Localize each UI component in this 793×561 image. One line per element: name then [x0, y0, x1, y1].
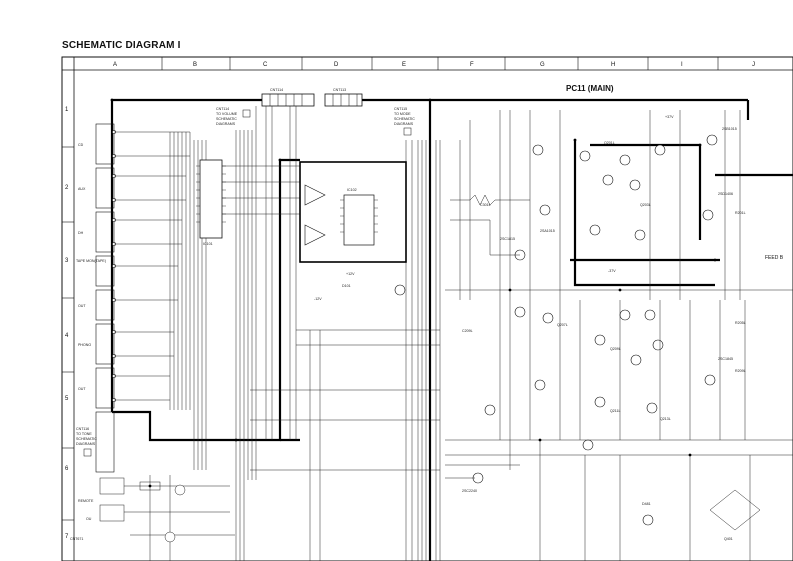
svg-text:CNT114: CNT114	[216, 107, 229, 111]
svg-text:2SB1015: 2SB1015	[722, 127, 737, 131]
svg-text:SCHEMATIC: SCHEMATIC	[76, 437, 97, 441]
svg-text:DIAGRAMS: DIAGRAMS	[394, 122, 414, 126]
row-label: 1	[65, 107, 69, 113]
col-label: G	[540, 62, 545, 68]
svg-text:2SD1406: 2SD1406	[718, 192, 733, 196]
col-label: D	[334, 62, 339, 68]
svg-text:Q213L: Q213L	[660, 417, 671, 421]
row-label: 5	[65, 396, 69, 402]
cnt114-label: CNT114	[270, 88, 283, 92]
input-dh-label: DH	[78, 231, 84, 235]
svg-text:D481: D481	[642, 502, 651, 506]
input-bus	[114, 131, 207, 470]
connector-cnt113: CNT113	[324, 88, 363, 107]
col-label: I	[681, 62, 683, 68]
col-label: B	[193, 62, 197, 68]
row-label: 6	[65, 466, 69, 472]
bottom-left-circuit	[99, 475, 235, 561]
ou-label: OU	[86, 517, 92, 521]
svg-text:+37V: +37V	[665, 115, 674, 119]
input-jacks	[95, 123, 116, 473]
svg-text:SCHEMATIC: SCHEMATIC	[216, 117, 237, 121]
junction-dots	[110, 98, 717, 488]
svg-text:Q201L: Q201L	[604, 141, 615, 145]
to-tone-note: CNT116 TO TONE SCHEMATIC DIAGRAMS	[76, 427, 97, 457]
col-label: C	[263, 62, 268, 68]
remote-label: REMOTE	[78, 499, 94, 503]
svg-text:TO VOLUME: TO VOLUME	[216, 112, 238, 116]
ic102: IC102 D101 -12V +12V	[299, 161, 407, 301]
input-cd-label: CD	[78, 143, 84, 147]
svg-text:2SA1015: 2SA1015	[540, 229, 555, 233]
svg-text:CNT115: CNT115	[394, 107, 407, 111]
cnt671-label: CNT671	[70, 537, 83, 541]
board-label: PC11 (MAIN)	[566, 84, 614, 93]
svg-text:-37V: -37V	[608, 269, 616, 273]
svg-text:IC102: IC102	[347, 188, 357, 192]
to-mode-note: CNT115 TO MODE SCHEMATIC DIAGRAMS	[394, 107, 415, 136]
svg-text:Q209L: Q209L	[610, 347, 621, 351]
row-labels: 1 2 3 4 5 6 7	[65, 107, 69, 540]
col-label: H	[611, 62, 615, 68]
svg-text:Q211L: Q211L	[610, 409, 621, 413]
svg-text:+12V: +12V	[346, 272, 355, 276]
column-dividers	[161, 57, 719, 70]
row-label: 4	[65, 333, 69, 339]
row-label: 2	[65, 185, 69, 191]
input-phono-label: PHONO	[78, 343, 91, 347]
svg-text:Q203L: Q203L	[640, 203, 651, 207]
column-labels: A B C D E F G H I J	[113, 62, 755, 68]
svg-text:Q207L: Q207L	[557, 323, 568, 327]
center-bus	[222, 106, 441, 561]
input-out2-label: OUT	[78, 387, 86, 391]
svg-text:R209L: R209L	[735, 369, 746, 373]
svg-text:C209L: C209L	[462, 329, 473, 333]
svg-text:DIAGRAMS: DIAGRAMS	[216, 122, 236, 126]
col-label: J	[752, 62, 755, 68]
svg-text:CNT116: CNT116	[76, 427, 89, 431]
row-dividers	[62, 146, 74, 521]
col-label: E	[402, 62, 406, 68]
svg-text:-12V: -12V	[314, 297, 322, 301]
row-label: 3	[65, 258, 69, 264]
svg-text:TO MODE: TO MODE	[394, 112, 411, 116]
svg-text:DIAGRAMS: DIAGRAMS	[76, 442, 96, 446]
connector-cnt114: CNT114	[261, 88, 315, 107]
input-tape-label: TAPE MON(TAPE)	[76, 259, 106, 263]
part-labels: Q201L Q203L 2SD1406 2SB1015 Q207L Q209L …	[462, 115, 746, 541]
svg-text:2SC2240: 2SC2240	[462, 489, 477, 493]
to-volume-note: CNT114 TO VOLUME SCHEMATIC DIAGRAMS	[216, 107, 251, 126]
input-out-label: OUT	[78, 304, 86, 308]
svg-text:C301L: C301L	[480, 203, 491, 207]
svg-text:2SC1815: 2SC1815	[500, 237, 515, 241]
col-label: F	[470, 62, 474, 68]
ic101: IC101	[196, 159, 226, 246]
feed-label: FEED B	[765, 255, 784, 261]
svg-text:2SC1845: 2SC1845	[718, 357, 733, 361]
cnt113-label: CNT113	[333, 88, 346, 92]
input-aux-label: AUX	[78, 187, 86, 191]
schematic-title: SCHEMATIC DIAGRAM I	[62, 40, 181, 51]
col-label: A	[113, 62, 117, 68]
svg-text:SCHEMATIC: SCHEMATIC	[394, 117, 415, 121]
svg-text:D101: D101	[342, 284, 351, 288]
svg-text:R201L: R201L	[735, 211, 746, 215]
svg-text:R205L: R205L	[735, 321, 746, 325]
transistors	[394, 134, 718, 526]
svg-text:IC101: IC101	[203, 242, 213, 246]
input-labels: CD AUX DH TAPE MON(TAPE) OUT PHONO OUT R…	[70, 143, 106, 541]
amp-wiring	[445, 110, 793, 561]
svg-text:Q401: Q401	[724, 537, 733, 541]
svg-text:TO TONE: TO TONE	[76, 432, 92, 436]
frame-border	[61, 56, 793, 561]
row-label: 7	[65, 534, 69, 540]
